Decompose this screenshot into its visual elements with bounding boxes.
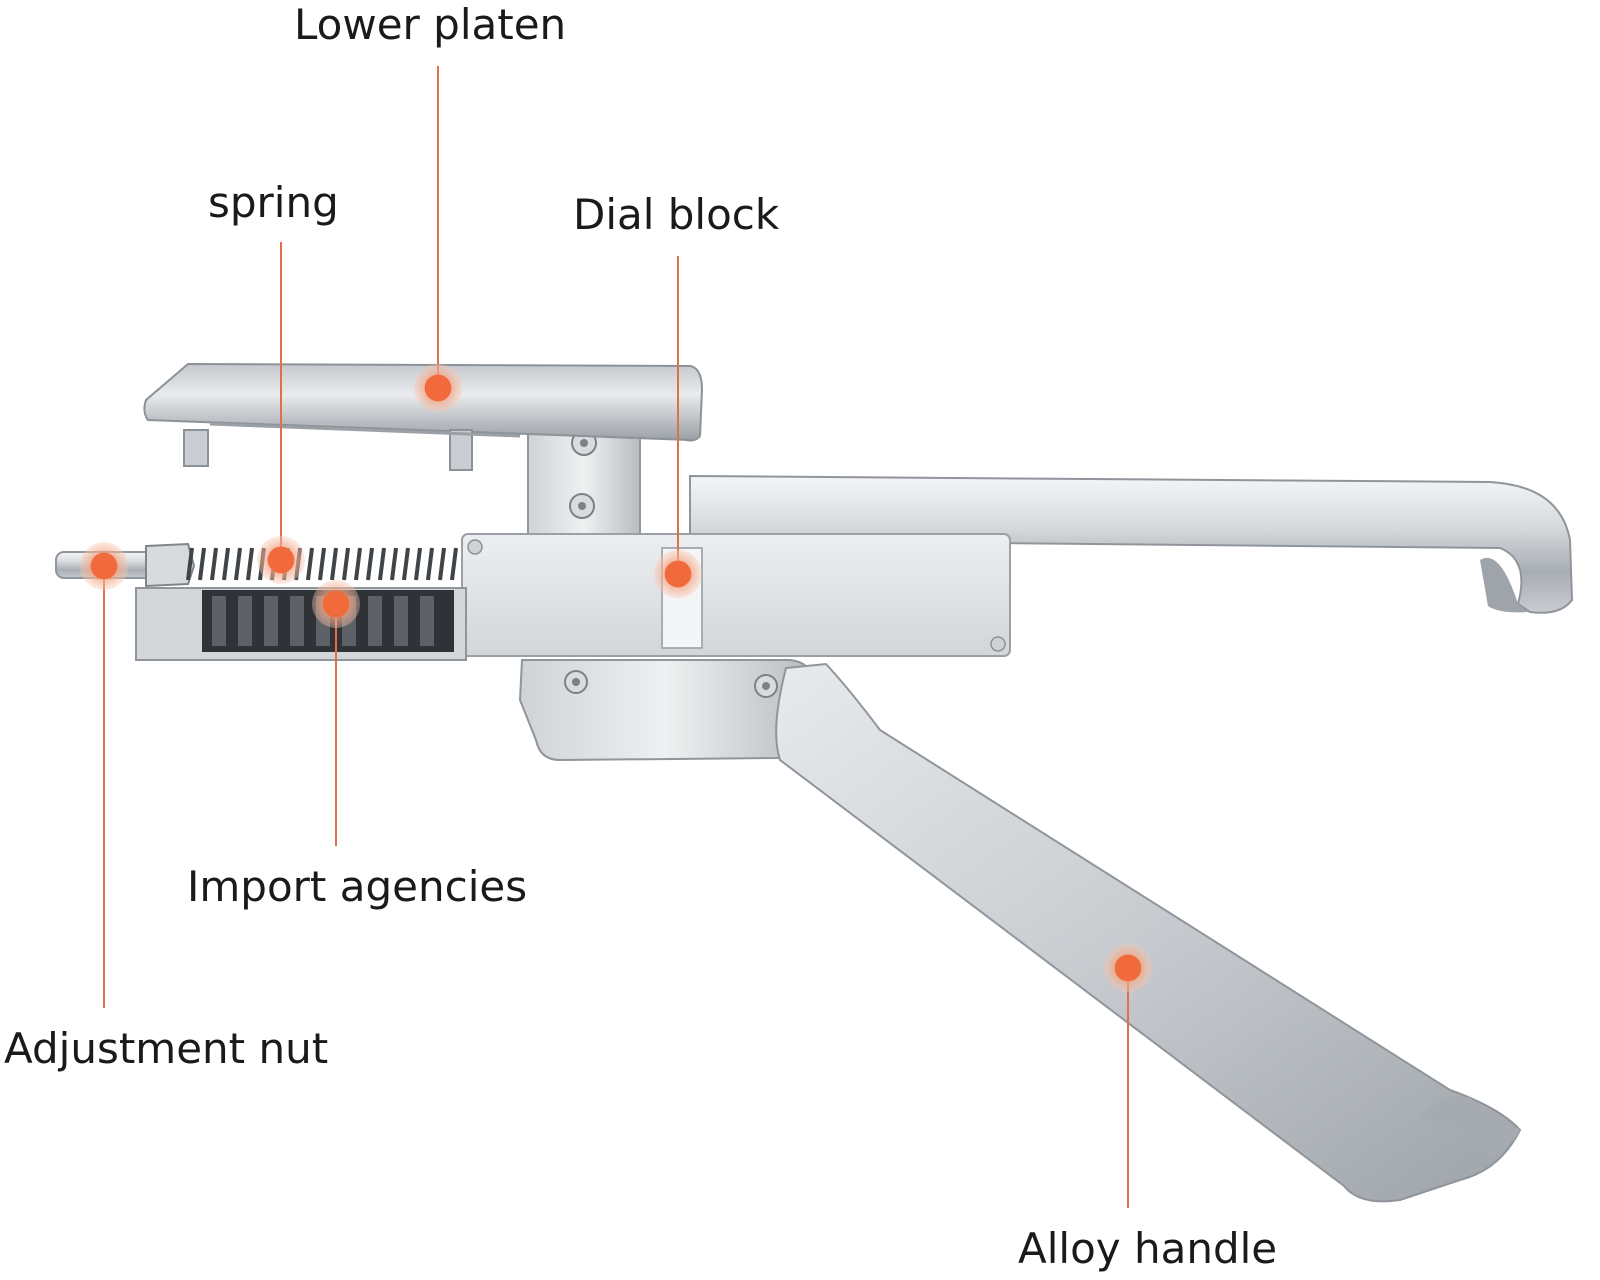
highlight-dots bbox=[80, 364, 1152, 992]
alloy-handle-arm bbox=[775, 662, 1522, 1203]
spring-coil bbox=[186, 547, 458, 581]
adjustment-nut-hex bbox=[145, 542, 196, 588]
dot-dial-block bbox=[654, 550, 702, 598]
label-import-agencies: Import agencies bbox=[187, 862, 528, 911]
leader-lines bbox=[103, 66, 1129, 1208]
dot-lower-platen bbox=[414, 364, 462, 412]
dot-spring bbox=[257, 536, 305, 584]
alloy-handle-tip bbox=[1420, 1096, 1520, 1158]
dot-import-agencies bbox=[312, 580, 360, 628]
label-spring: spring bbox=[208, 178, 339, 227]
platen-pin-right bbox=[449, 429, 473, 471]
dot-alloy-handle bbox=[1104, 944, 1152, 992]
platen-pin-left bbox=[183, 429, 209, 467]
label-alloy-handle: Alloy handle bbox=[1018, 1224, 1278, 1273]
label-dial-block: Dial block bbox=[573, 190, 780, 239]
label-adjustment-nut: Adjustment nut bbox=[4, 1024, 329, 1073]
dot-adjustment-nut bbox=[80, 542, 128, 590]
main-body-housing bbox=[461, 533, 1011, 657]
upper-handle-arm-tip bbox=[1480, 557, 1528, 613]
rack-teeth bbox=[212, 596, 434, 646]
upper-handle-arm bbox=[689, 474, 1574, 614]
label-lower-platen: Lower platen bbox=[294, 0, 567, 49]
